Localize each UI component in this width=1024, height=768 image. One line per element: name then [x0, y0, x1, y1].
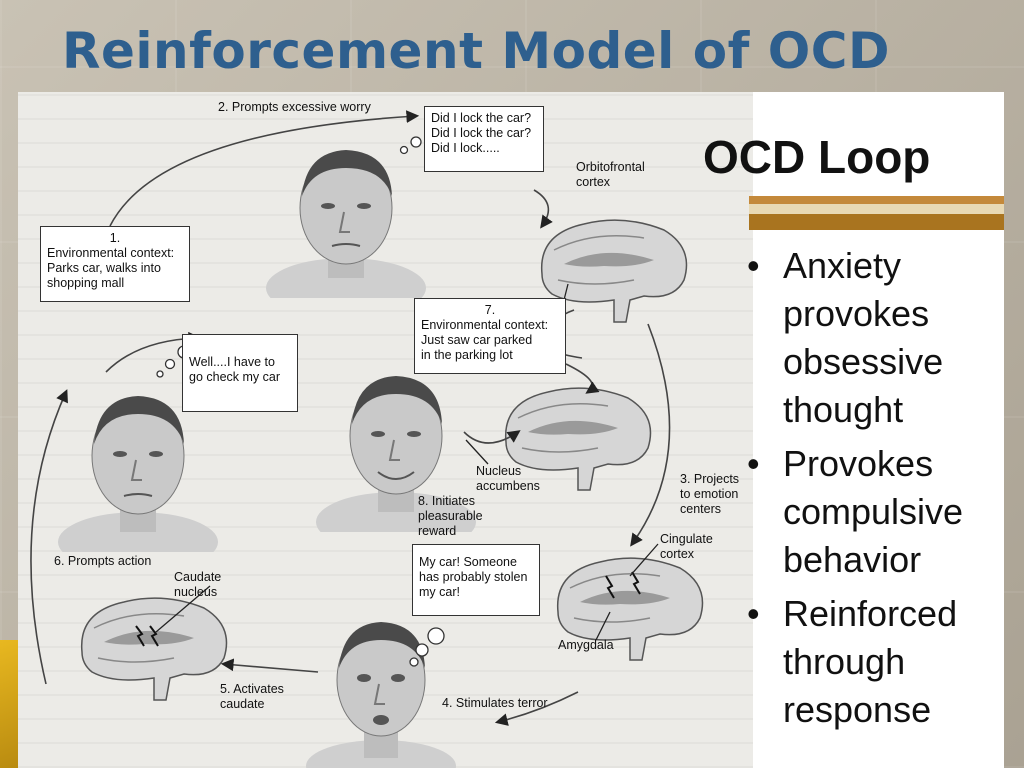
box-line: Just saw car parked — [421, 333, 533, 347]
brain-caudate — [80, 597, 228, 701]
bullet-item: • Provokes compulsive behavior — [741, 440, 963, 584]
box-line: Did I lock..... — [431, 141, 500, 155]
loop-arrows — [30, 110, 671, 726]
cingulate-label: Cingulate cortex — [660, 532, 713, 561]
decorative-stripe — [749, 196, 1004, 230]
orbitofrontal-label: Orbitofrontal cortex — [576, 160, 645, 189]
box-line: Did I lock the car? — [431, 111, 532, 125]
head-middle — [316, 376, 476, 532]
caudate-label: Caudate nucleus — [174, 570, 222, 599]
box-line: Did I lock the car? — [431, 126, 532, 140]
box-line: 1. — [109, 231, 121, 245]
step7-environmental-context-box: 7. Environmental context: Just saw car p… — [414, 298, 566, 374]
ocd-loop-panel: OCD Loop • Anxiety provokes obsessive th… — [703, 92, 1004, 768]
step6-label: 6. Prompts action — [54, 554, 152, 568]
thought-bubble-car-stolen: My car! Someone has probably stolen my c… — [412, 544, 540, 616]
bullet-dot: • — [747, 443, 760, 484]
amygdala-label: Amygdala — [558, 638, 614, 652]
bullet-list: • Anxiety provokes obsessive thought • P… — [741, 242, 963, 740]
box-line: Environmental context: — [47, 246, 175, 260]
ocd-loop-title: OCD Loop — [703, 131, 931, 183]
step2-label: 2. Prompts excessive worry — [218, 100, 371, 114]
bullet-item: • Reinforced through response — [741, 590, 963, 734]
brain-nucleus-accumbens — [504, 387, 652, 491]
box-line: Environmental context: — [421, 318, 549, 332]
step1-environmental-context-box: 1. Environmental context: Parks car, wal… — [40, 226, 190, 302]
box-line: go check my car — [189, 370, 281, 384]
brain-orbitofrontal — [540, 219, 688, 323]
thought-bubble-check-car: Well....I have to go check my car — [182, 334, 298, 412]
bullet-dot: • — [747, 245, 760, 286]
ocd-loop-diagram: 1. Environmental context: Parks car, wal… — [18, 92, 753, 768]
box-line: shopping mall — [47, 276, 125, 290]
step4-label: 4. Stimulates terror — [442, 696, 548, 710]
nucleus-accumbens-label: Nucleus accumbens — [476, 464, 540, 493]
box-line: Parks car, walks into — [47, 261, 161, 275]
box-line: has probably stolen — [419, 570, 528, 584]
bullet-dot: • — [747, 593, 760, 634]
head-top — [266, 150, 426, 298]
step5-label: 5. Activates caudate — [220, 682, 284, 711]
box-line: 7. — [484, 303, 496, 317]
step3-label: 3. Projects to emotion centers — [680, 472, 740, 516]
box-line: Well....I have to — [189, 355, 275, 369]
content-panel: 1. Environmental context: Parks car, wal… — [18, 92, 1004, 768]
head-left — [58, 396, 218, 552]
step8-label: 8. Initiates pleasurable reward — [418, 494, 483, 538]
thought-bubble-lock-car: Did I lock the car? Did I lock the car? … — [424, 106, 544, 172]
box-line: my car! — [419, 585, 460, 599]
box-line: in the parking lot — [421, 348, 513, 362]
head-bottom — [306, 622, 456, 768]
brain-cingulate — [556, 557, 704, 661]
bullet-item: • Anxiety provokes obsessive thought — [741, 242, 963, 434]
slide-title: Reinforcement Model of OCD — [62, 22, 890, 80]
box-line: My car! Someone — [419, 555, 517, 569]
